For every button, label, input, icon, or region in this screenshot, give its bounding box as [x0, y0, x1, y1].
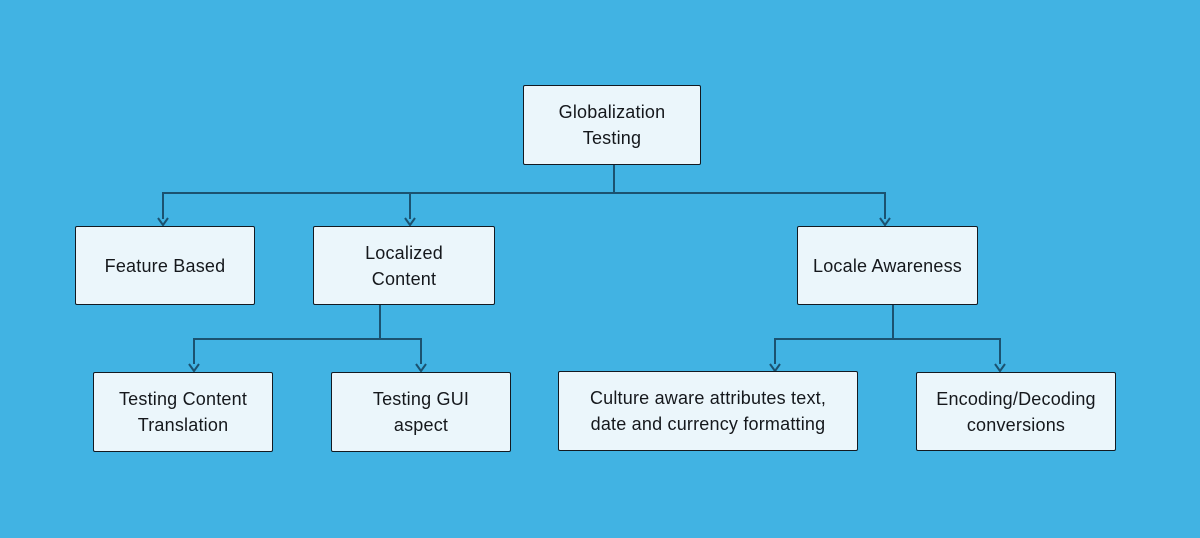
node-testing-gui-aspect-label: Testing GUI aspect: [372, 389, 470, 435]
node-globalization-testing-label: Globalization Testing: [558, 102, 666, 148]
node-culture-aware-label: Culture aware attributes text, date and …: [589, 388, 827, 434]
node-locale-awareness-label: Locale Awareness: [813, 255, 962, 276]
edge-localized-content-rail: [193, 338, 422, 364]
node-feature-based: Feature Based: [75, 226, 255, 305]
edge-locale-awareness-rail: [774, 338, 1001, 364]
node-localized-content-label: Localized Content: [365, 242, 443, 289]
node-encoding-decoding: Encoding/Decoding conversions: [916, 372, 1116, 451]
node-encoding-decoding-label: Encoding/Decoding conversions: [936, 388, 1096, 435]
node-locale-awareness: Locale Awareness: [797, 226, 978, 305]
node-globalization-testing: Globalization Testing: [523, 85, 701, 165]
arrowhead-localized-content: [404, 217, 416, 227]
node-feature-based-label: Feature Based: [104, 255, 226, 276]
node-testing-gui-aspect: Testing GUI aspect: [331, 372, 511, 452]
node-localized-content: Localized Content: [313, 226, 495, 305]
arrowhead-testing-content-translation: [188, 363, 200, 373]
arrowhead-locale-awareness: [879, 217, 891, 227]
arrowhead-feature-based: [157, 217, 169, 227]
node-testing-content-translation-label: Testing Content Translation: [118, 389, 248, 435]
arrowhead-testing-gui-aspect: [415, 363, 427, 373]
node-culture-aware: Culture aware attributes text, date and …: [558, 371, 858, 451]
edge-root-rail: [162, 192, 886, 219]
arrowhead-encoding-decoding: [994, 363, 1006, 373]
node-testing-content-translation: Testing Content Translation: [93, 372, 273, 452]
arrowhead-culture-aware: [769, 363, 781, 373]
